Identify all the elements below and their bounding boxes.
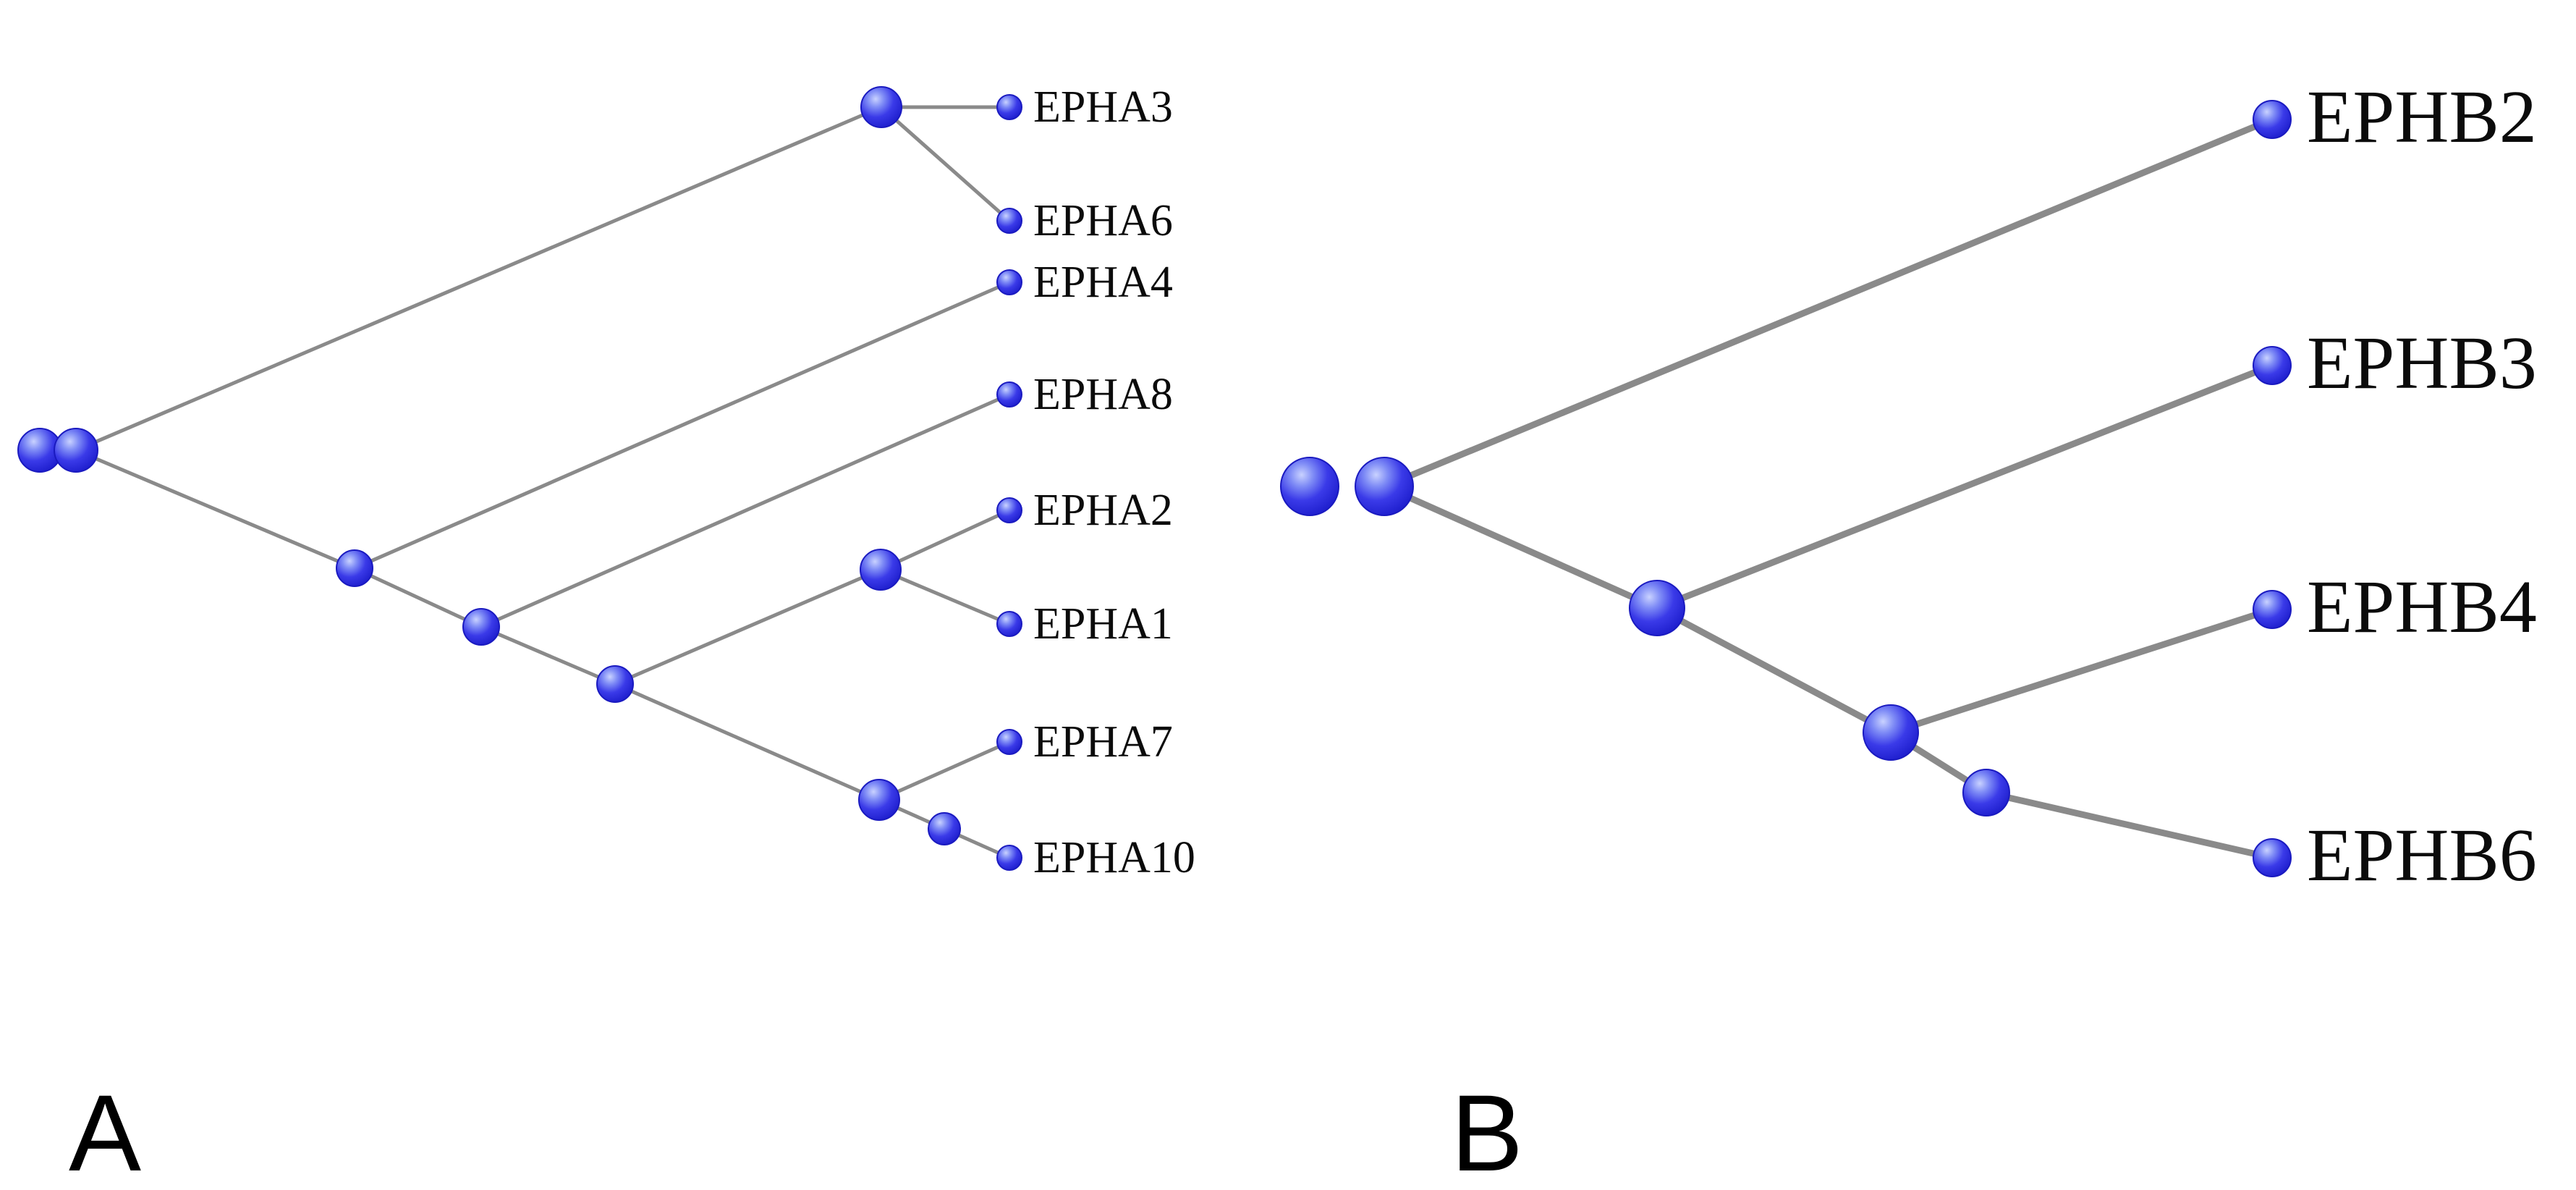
tree-branch [479,625,617,686]
leaf-node-sphere[interactable] [996,611,1022,637]
tree-branch [352,280,1012,570]
tip-label-epha1: EPHA1 [1033,599,1173,649]
tip-label-ephb3: EPHB3 [2307,321,2537,405]
tree-branch [74,105,884,452]
tip-label-epha10: EPHA10 [1033,833,1195,882]
leaf-node-sphere[interactable] [2253,346,2292,385]
leaf-node-sphere[interactable] [2253,100,2292,139]
tree-branch [878,508,1012,572]
tree-branch [74,448,357,570]
tree-branch [879,105,1012,223]
tree-branch [613,567,883,686]
leaf-node-sphere[interactable] [996,729,1022,755]
panel-letter-a: A [69,1072,142,1190]
tip-label-ephb2: EPHB2 [2307,75,2537,159]
internal-node-sphere[interactable] [860,549,902,591]
tree-branch [613,682,881,802]
tip-label-ephb4: EPHB4 [2307,565,2537,649]
tree-branch [1653,604,1894,736]
internal-node-sphere[interactable] [54,428,98,473]
tree-branch [1381,483,1661,612]
tip-label-epha6: EPHA6 [1033,196,1173,245]
internal-node-sphere[interactable] [1863,704,1919,761]
tip-label-epha8: EPHA8 [1033,370,1173,419]
leaf-node-sphere[interactable] [2253,590,2292,629]
internal-node-sphere[interactable] [336,549,373,587]
leaf-node-sphere[interactable] [996,94,1022,120]
tip-label-ephb6: EPHB6 [2307,814,2537,897]
internal-node-sphere[interactable] [1280,457,1339,516]
tip-label-epha3: EPHA3 [1033,83,1173,132]
panel-letter-b: B [1451,1072,1524,1190]
leaf-node-sphere[interactable] [996,208,1022,234]
tree-branch [877,740,1012,802]
leaf-node-sphere[interactable] [996,845,1022,871]
tree-branch [1653,362,2276,612]
internal-node-sphere[interactable] [1355,457,1414,516]
tip-label-epha7: EPHA7 [1033,717,1173,767]
tree-branch [1983,789,2276,861]
internal-node-sphere[interactable] [860,86,902,128]
internal-node-sphere[interactable] [596,665,634,703]
tree-branch [1381,116,2276,490]
internal-node-sphere[interactable] [1962,769,2010,816]
tree-branch [1887,606,2276,736]
internal-node-sphere[interactable] [858,779,900,821]
branches-layer [74,105,2276,861]
nodes-layer [17,86,2292,877]
leaf-node-sphere[interactable] [996,497,1022,523]
tree-branch [479,392,1012,629]
internal-node-sphere[interactable] [462,608,500,646]
internal-node-sphere[interactable] [1629,580,1685,636]
tip-label-epha4: EPHA4 [1033,258,1173,307]
tip-label-epha2: EPHA2 [1033,486,1173,535]
leaf-node-sphere[interactable] [996,269,1022,295]
leaf-node-sphere[interactable] [996,381,1022,408]
tree-branch [878,567,1012,626]
internal-node-sphere[interactable] [928,812,961,845]
leaf-node-sphere[interactable] [2253,838,2292,877]
tree-branch [352,566,483,629]
